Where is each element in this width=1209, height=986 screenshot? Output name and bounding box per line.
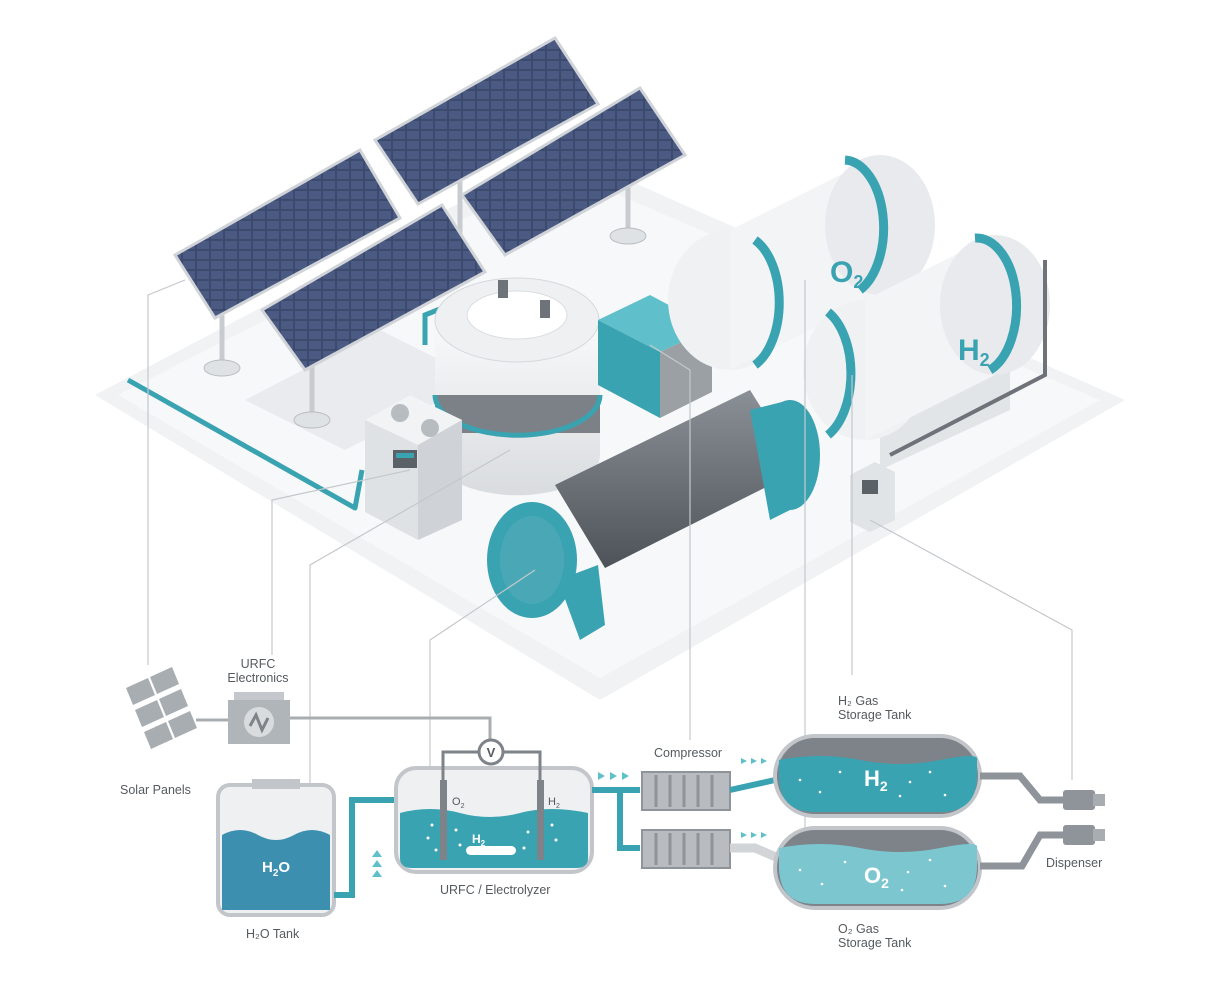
urfc-electronics-cabinet (365, 395, 462, 540)
dispenser-nozzle-top (1063, 790, 1105, 810)
pipe-to-o2-store (730, 843, 780, 863)
compressor-schematic-bottom (641, 829, 731, 869)
h2o-tank-schematic: H2O (216, 779, 336, 917)
label-o2-storage-line2: Storage Tank (838, 936, 912, 950)
label-h2-storage-line2: Storage Tank (838, 708, 912, 722)
water-inlet-pipe (126, 377, 365, 511)
flow-arrows-up (372, 850, 382, 877)
cell-h2-mark: H (548, 796, 556, 808)
flow-arrows-right-1 (598, 772, 629, 780)
solar-panels-icon (126, 667, 197, 749)
fuel-cell-stack (487, 390, 820, 640)
label-o2-storage-line1: O₂ Gas (838, 922, 879, 936)
h2-tank-iso: H2 (803, 233, 1050, 470)
svg-text:H2: H2 (472, 832, 486, 848)
o2-storage-schematic: O2 (773, 826, 982, 910)
label-solar-panels: Solar Panels (120, 783, 191, 797)
water-mark-sub: 2 (273, 868, 279, 879)
water-mark-o: O (278, 859, 290, 876)
label-o2-storage: O₂ Gas Storage Tank (838, 922, 911, 950)
urfc-electronics-icon (228, 692, 290, 744)
svg-text:H2O: H2O (262, 859, 290, 879)
label-h2o-tank: H₂O Tank (246, 927, 300, 941)
water-mark-h: H (262, 859, 273, 876)
compressor-schematic-top (641, 771, 731, 811)
pipe-to-h2-store (729, 777, 776, 793)
iso-h2-mark: H (958, 334, 980, 367)
iso-o2-sub: 2 (853, 272, 863, 292)
svg-text:H2: H2 (958, 334, 990, 370)
iso-h2-sub: 2 (980, 350, 990, 370)
solar-panel-3 (459, 85, 688, 257)
voltmeter-label: V (487, 745, 496, 760)
svg-text:O2: O2 (830, 256, 863, 292)
electrolyzer-schematic: V O2 H2 H2 (394, 738, 594, 874)
flow-arrows-right-2 (741, 758, 767, 838)
water-pipe-schematic (334, 797, 398, 898)
h2-storage-schematic: H2 (773, 734, 982, 818)
o2-store-mark: O (864, 863, 881, 888)
label-urfc-electronics: URFC Electronics (222, 657, 294, 685)
h2-dispenser-pipe (980, 772, 1065, 804)
cell-bubble-mark: H (472, 832, 481, 846)
cell-o2-mark: O (452, 796, 461, 808)
o2-store-sub: 2 (881, 875, 889, 891)
solar-panel-2 (372, 35, 601, 250)
svg-text:O2: O2 (452, 796, 465, 810)
label-urfc-electronics-line1: URFC (240, 657, 276, 671)
dispenser-nozzle-bottom (1063, 825, 1105, 845)
o2-tank-iso: O2 (668, 155, 935, 370)
label-electrolyzer: URFC / Electrolyzer (440, 883, 551, 897)
h2-store-mark: H (864, 766, 880, 791)
svg-text:H2: H2 (864, 766, 888, 794)
label-compressor: Compressor (654, 746, 723, 760)
label-h2-storage-line1: H₂ Gas (838, 694, 879, 708)
solar-panel-1 (172, 147, 403, 377)
svg-text:H2: H2 (548, 796, 560, 810)
o2-dispenser-pipe (980, 831, 1065, 870)
cell-bubble-sub: 2 (481, 839, 486, 848)
label-dispenser: Dispenser (1046, 856, 1103, 870)
solar-panel-4 (259, 202, 488, 429)
cell-o2-sub: 2 (461, 803, 465, 810)
dispenser-iso (850, 260, 1047, 532)
svg-text:O2: O2 (864, 863, 889, 891)
electronics-wire (290, 716, 492, 740)
cell-h2-sub: 2 (556, 803, 560, 810)
label-h2-storage: H₂ Gas Storage Tank (838, 694, 911, 722)
iso-o2-mark: O (830, 256, 853, 289)
label-urfc-electronics-line2: Electronics (227, 671, 289, 685)
h2-store-sub: 2 (880, 778, 888, 794)
gas-pipes-to-compressors (592, 787, 640, 851)
water-tank-iso (432, 277, 603, 496)
